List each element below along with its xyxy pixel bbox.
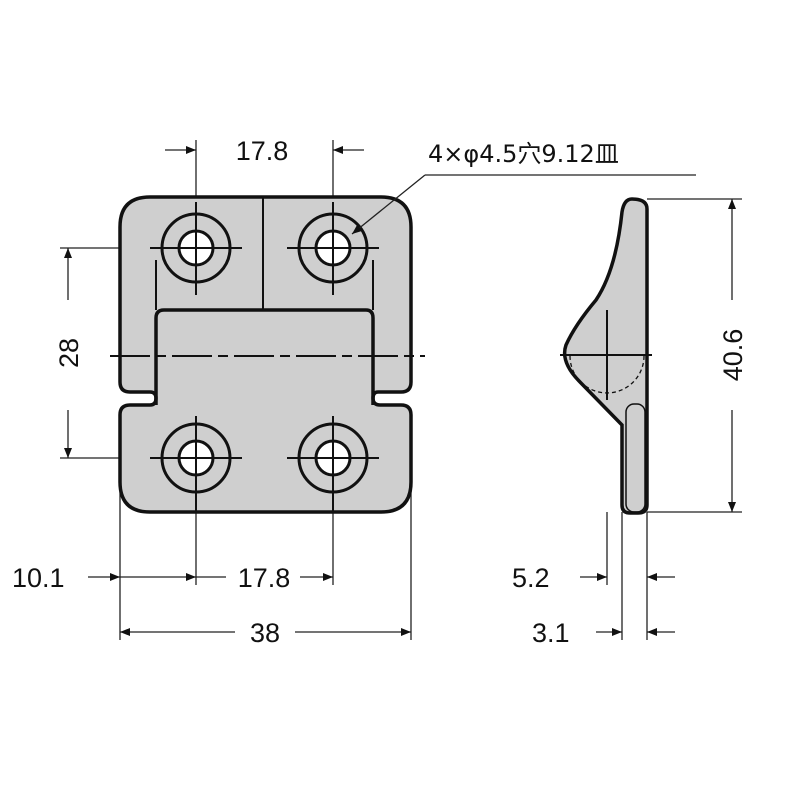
countersunk-hole [287, 202, 379, 295]
countersunk-hole [150, 416, 242, 512]
hole-note: 4×φ4.5穴9.12皿 [428, 140, 619, 168]
dim-label: 28 [54, 338, 84, 368]
hinge-knuckle-band [154, 308, 375, 405]
dimension-top-hole-pitch: 17.8 [165, 136, 364, 166]
extension-lines [606, 198, 742, 640]
countersunk-hole [150, 202, 242, 295]
front-view: 17.8 4×φ4.5穴9.12皿 28 10.1 17.8 38 [12, 136, 696, 648]
knuckle-slot [625, 403, 646, 513]
countersunk-hole [287, 416, 379, 512]
dim-label: 17.8 [238, 563, 291, 593]
dimension-vertical-hole-pitch: 28 [54, 248, 84, 458]
side-view: 40.6 5.2 3.1 [512, 197, 748, 648]
dimension-overall-width: 38 [120, 618, 411, 648]
dimension-total-thickness: 5.2 [512, 563, 675, 593]
dimension-plate-thickness: 3.1 [532, 618, 675, 648]
hinge-body-outline [118, 195, 413, 514]
dim-label: 10.1 [12, 563, 65, 593]
dim-label: 5.2 [512, 563, 550, 593]
dim-label: 40.6 [718, 329, 748, 382]
hole-callout: 4×φ4.5穴9.12皿 [351, 140, 696, 235]
dim-label: 38 [250, 618, 280, 648]
dim-label: 3.1 [532, 618, 570, 648]
dimension-height: 40.6 [718, 199, 748, 512]
dimension-bottom-hole-positions: 10.1 17.8 [12, 563, 333, 593]
dim-label: 17.8 [236, 136, 289, 166]
